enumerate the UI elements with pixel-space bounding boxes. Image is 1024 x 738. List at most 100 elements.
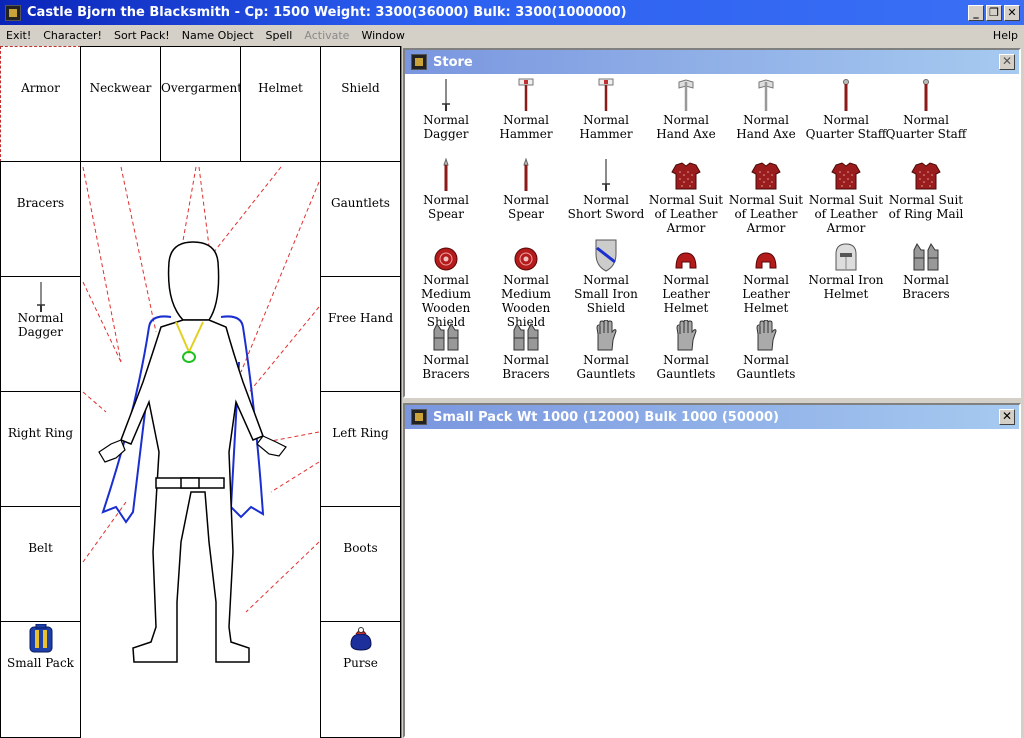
slot-free-hand[interactable]: Free Hand [320, 276, 401, 392]
slot-belt[interactable]: Belt [0, 506, 81, 622]
store-item[interactable]: Normal Suit of Leather Armor [805, 156, 887, 236]
spear-icon [485, 156, 567, 192]
staff-icon [805, 76, 887, 112]
slot-bracers[interactable]: Bracers [0, 161, 81, 277]
store-item[interactable]: Normal Suit of Leather Armor [725, 156, 807, 236]
dagger-icon [405, 76, 487, 112]
store-item-label: Normal Quarter Staff [805, 113, 887, 141]
hammer-icon [565, 76, 647, 112]
menu-help[interactable]: Help [992, 28, 1018, 42]
store-item[interactable]: Normal Hand Axe [725, 76, 807, 156]
armor-icon [805, 156, 887, 192]
armor-icon [645, 156, 727, 192]
slot-small-pack[interactable]: Small Pack [0, 621, 81, 738]
slot-shield[interactable]: Shield [320, 46, 401, 162]
store-item-label: Normal Bracers [502, 353, 550, 381]
menu-bar: Exit! Character! Sort Pack! Name Object … [0, 25, 1024, 45]
store-item-label: Normal Suit of Leather Armor [808, 193, 884, 235]
store-item[interactable]: Normal Bracers [405, 316, 487, 396]
store-item[interactable]: Normal Dagger [405, 76, 487, 156]
dagger-icon [36, 282, 45, 312]
hammer-icon [485, 76, 567, 112]
iron-shield-icon [565, 236, 647, 272]
staff-icon [885, 76, 967, 112]
store-item[interactable]: Normal Gauntlets [725, 316, 807, 396]
store-item-label: Normal Hand Axe [736, 113, 796, 141]
pack-contents[interactable] [405, 429, 1019, 734]
bracers-icon [885, 236, 967, 272]
store-item[interactable]: Normal Short Sword [565, 156, 647, 236]
bracers-icon [485, 316, 567, 352]
store-item[interactable]: Normal Spear [485, 156, 567, 236]
axe-icon [645, 76, 727, 112]
slot-left-ring[interactable]: Left Ring [320, 391, 401, 507]
menu-exit[interactable]: Exit! [6, 28, 32, 42]
character-figure[interactable] [81, 162, 321, 738]
store-item[interactable]: Normal Quarter Staff [805, 76, 887, 156]
menu-name-object[interactable]: Name Object [181, 28, 254, 42]
store-item-label: Normal Short Sword [567, 193, 645, 221]
store-item[interactable]: Normal Hammer [565, 76, 647, 156]
gauntlet-icon [725, 316, 807, 352]
store-item-label: Normal Gauntlets [576, 353, 636, 381]
spear-icon [405, 156, 487, 192]
character-figure-area [81, 161, 321, 738]
slot-purse[interactable]: Purse [320, 621, 401, 738]
store-item-label: Normal Dagger [423, 113, 469, 141]
store-item-label: Normal Medium Wooden Shield [500, 273, 551, 329]
store-item[interactable]: Normal Hammer [485, 76, 567, 156]
menu-window[interactable]: Window [361, 28, 405, 42]
slot-armor[interactable]: Armor [0, 46, 81, 162]
store-item-label: Normal Suit of Leather Armor [648, 193, 724, 235]
gauntlet-icon [645, 316, 727, 352]
slot-gauntlets[interactable]: Gauntlets [320, 161, 401, 277]
menu-sort-pack[interactable]: Sort Pack! [113, 28, 170, 42]
menu-activate: Activate [304, 28, 350, 42]
store-item[interactable]: Normal Bracers [485, 316, 567, 396]
store-item[interactable]: Normal Gauntlets [565, 316, 647, 396]
restore-button[interactable]: ❐ [986, 4, 1002, 21]
minimize-button[interactable]: _ [968, 4, 984, 21]
store-title-bar: Store ✕ [405, 50, 1019, 74]
slot-right-ring[interactable]: Right Ring [0, 391, 81, 507]
store-item-label: Normal Quarter Staff [885, 113, 967, 141]
store-item[interactable]: Normal Quarter Staff [885, 76, 967, 156]
pack-close-button[interactable]: ✕ [999, 409, 1015, 425]
store-item-label: Normal Hand Axe [656, 113, 716, 141]
store-item-label: Normal Leather Helmet [742, 273, 790, 315]
store-item[interactable]: Normal Medium Wooden Shield [405, 236, 487, 329]
store-item[interactable]: Normal Suit of Leather Armor [645, 156, 727, 236]
castle-app-icon[interactable] [5, 4, 21, 21]
store-item[interactable]: Normal Iron Helmet [805, 236, 887, 316]
slot-neckwear[interactable]: Neckwear [80, 46, 161, 162]
small-pack-window: Small Pack Wt 1000 (12000) Bulk 1000 (50… [403, 403, 1021, 738]
iron-helmet-icon [805, 236, 887, 272]
close-button[interactable]: ✕ [1004, 4, 1020, 21]
leather-helmet-icon [645, 236, 727, 272]
store-item[interactable]: Normal Gauntlets [645, 316, 727, 396]
sword-icon [565, 156, 647, 192]
store-item[interactable]: Normal Spear [405, 156, 487, 236]
armor-icon [885, 156, 967, 192]
store-item[interactable]: Normal Suit of Ring Mail [885, 156, 967, 236]
store-item[interactable]: Normal Leather Helmet [725, 236, 807, 316]
armor-icon [725, 156, 807, 192]
round-shield-icon [405, 236, 487, 272]
menu-spell[interactable]: Spell [265, 28, 293, 42]
slot-overgarment[interactable]: Overgarment [160, 46, 242, 162]
store-item-label: Normal Hammer [579, 113, 633, 141]
menu-character[interactable]: Character! [43, 28, 102, 42]
backpack-icon [29, 624, 52, 653]
slot-weapon[interactable]: Normal Dagger [0, 276, 81, 392]
store-item[interactable]: Normal Leather Helmet [645, 236, 727, 316]
store-item-label: Normal Suit of Ring Mail [888, 193, 964, 221]
slot-helmet[interactable]: Helmet [240, 46, 321, 162]
store-item[interactable]: Normal Medium Wooden Shield [485, 236, 567, 329]
store-item-label: Normal Bracers [422, 353, 470, 381]
slot-boots[interactable]: Boots [320, 506, 401, 622]
store-item[interactable]: Normal Small Iron Shield [565, 236, 647, 316]
store-close-button[interactable]: ✕ [999, 54, 1015, 70]
castle-icon [411, 409, 427, 425]
store-item[interactable]: Normal Bracers [885, 236, 967, 316]
store-item[interactable]: Normal Hand Axe [645, 76, 727, 156]
